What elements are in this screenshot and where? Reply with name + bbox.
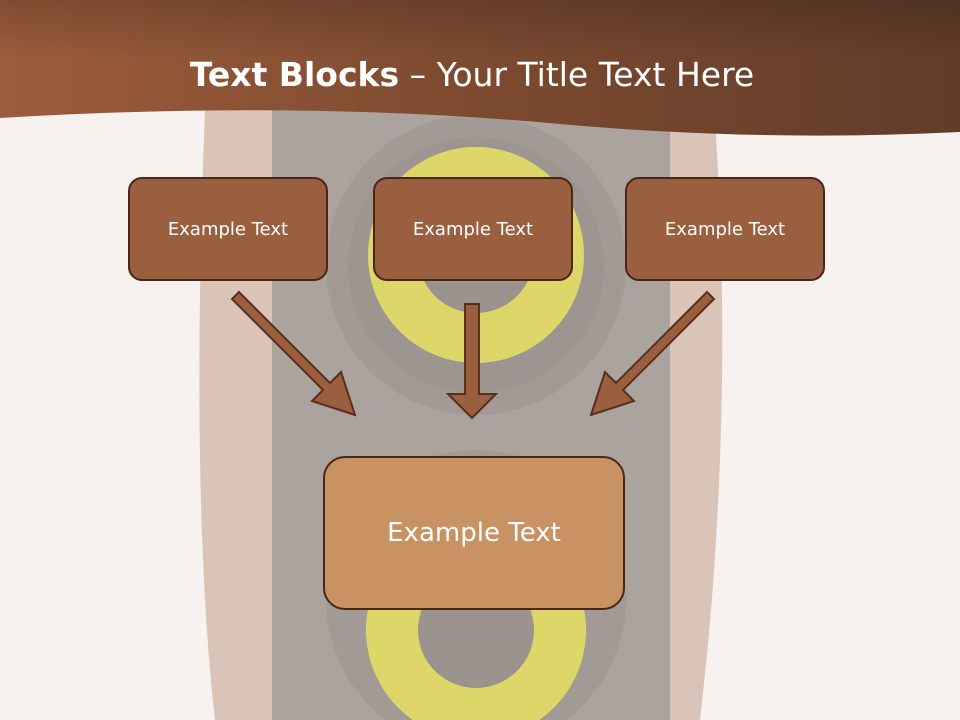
title-bold: Text Blocks	[189, 55, 400, 94]
text-block-2: Example Text	[373, 177, 573, 281]
arrow-left-icon	[230, 290, 357, 417]
text-block-3-label: Example Text	[664, 218, 786, 240]
arrow-right-icon	[589, 290, 716, 417]
text-block-2-label: Example Text	[412, 218, 534, 240]
arrow-center-icon	[445, 303, 499, 420]
title-rest: Your Title Text Here	[436, 55, 755, 94]
title-dash: –	[399, 55, 437, 94]
text-block-3: Example Text	[625, 177, 825, 281]
target-text-block-label: Example Text	[387, 518, 561, 548]
target-text-block: Example Text	[323, 456, 625, 610]
text-block-1: Example Text	[128, 177, 328, 281]
slide-title: Text Blocks – Your Title Text Here	[0, 52, 944, 98]
text-block-1-label: Example Text	[167, 218, 289, 240]
